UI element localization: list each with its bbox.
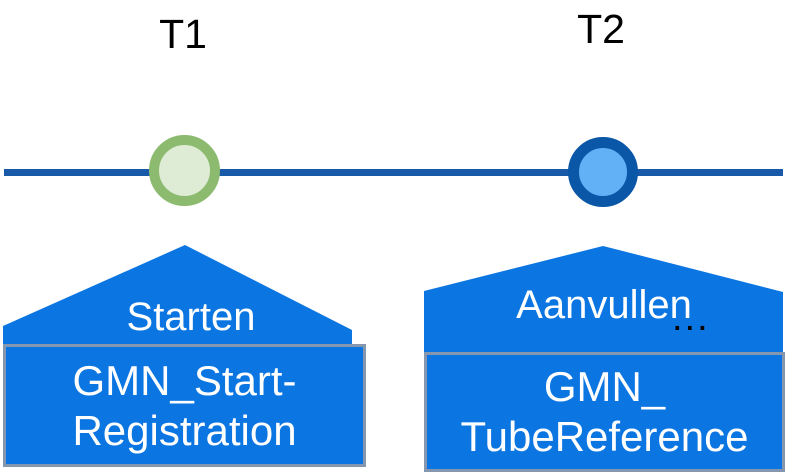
artifact-label-line: GMN_ [543,363,666,410]
artifact-label-line: TubeReference [460,413,749,460]
event-name-t2: Aanvullen [516,283,692,327]
timeline-point-label-t1: T1 [159,11,207,57]
timeline-point-label-t2: T2 [577,6,625,52]
artifact-label-line: Registration [72,406,297,454]
artifact-label-line: GMN_Start- [72,356,297,404]
milestone-marker-t2 [568,137,638,207]
event-name-t1: Starten [126,295,256,339]
ellipsis-indicator: ... [672,297,710,339]
timeline-line [4,169,783,176]
artifact-box-t1: GMN_Start- Registration [3,344,366,467]
milestone-marker-t1 [149,135,220,206]
artifact-box-t2: GMN_ TubeReference [424,352,785,472]
